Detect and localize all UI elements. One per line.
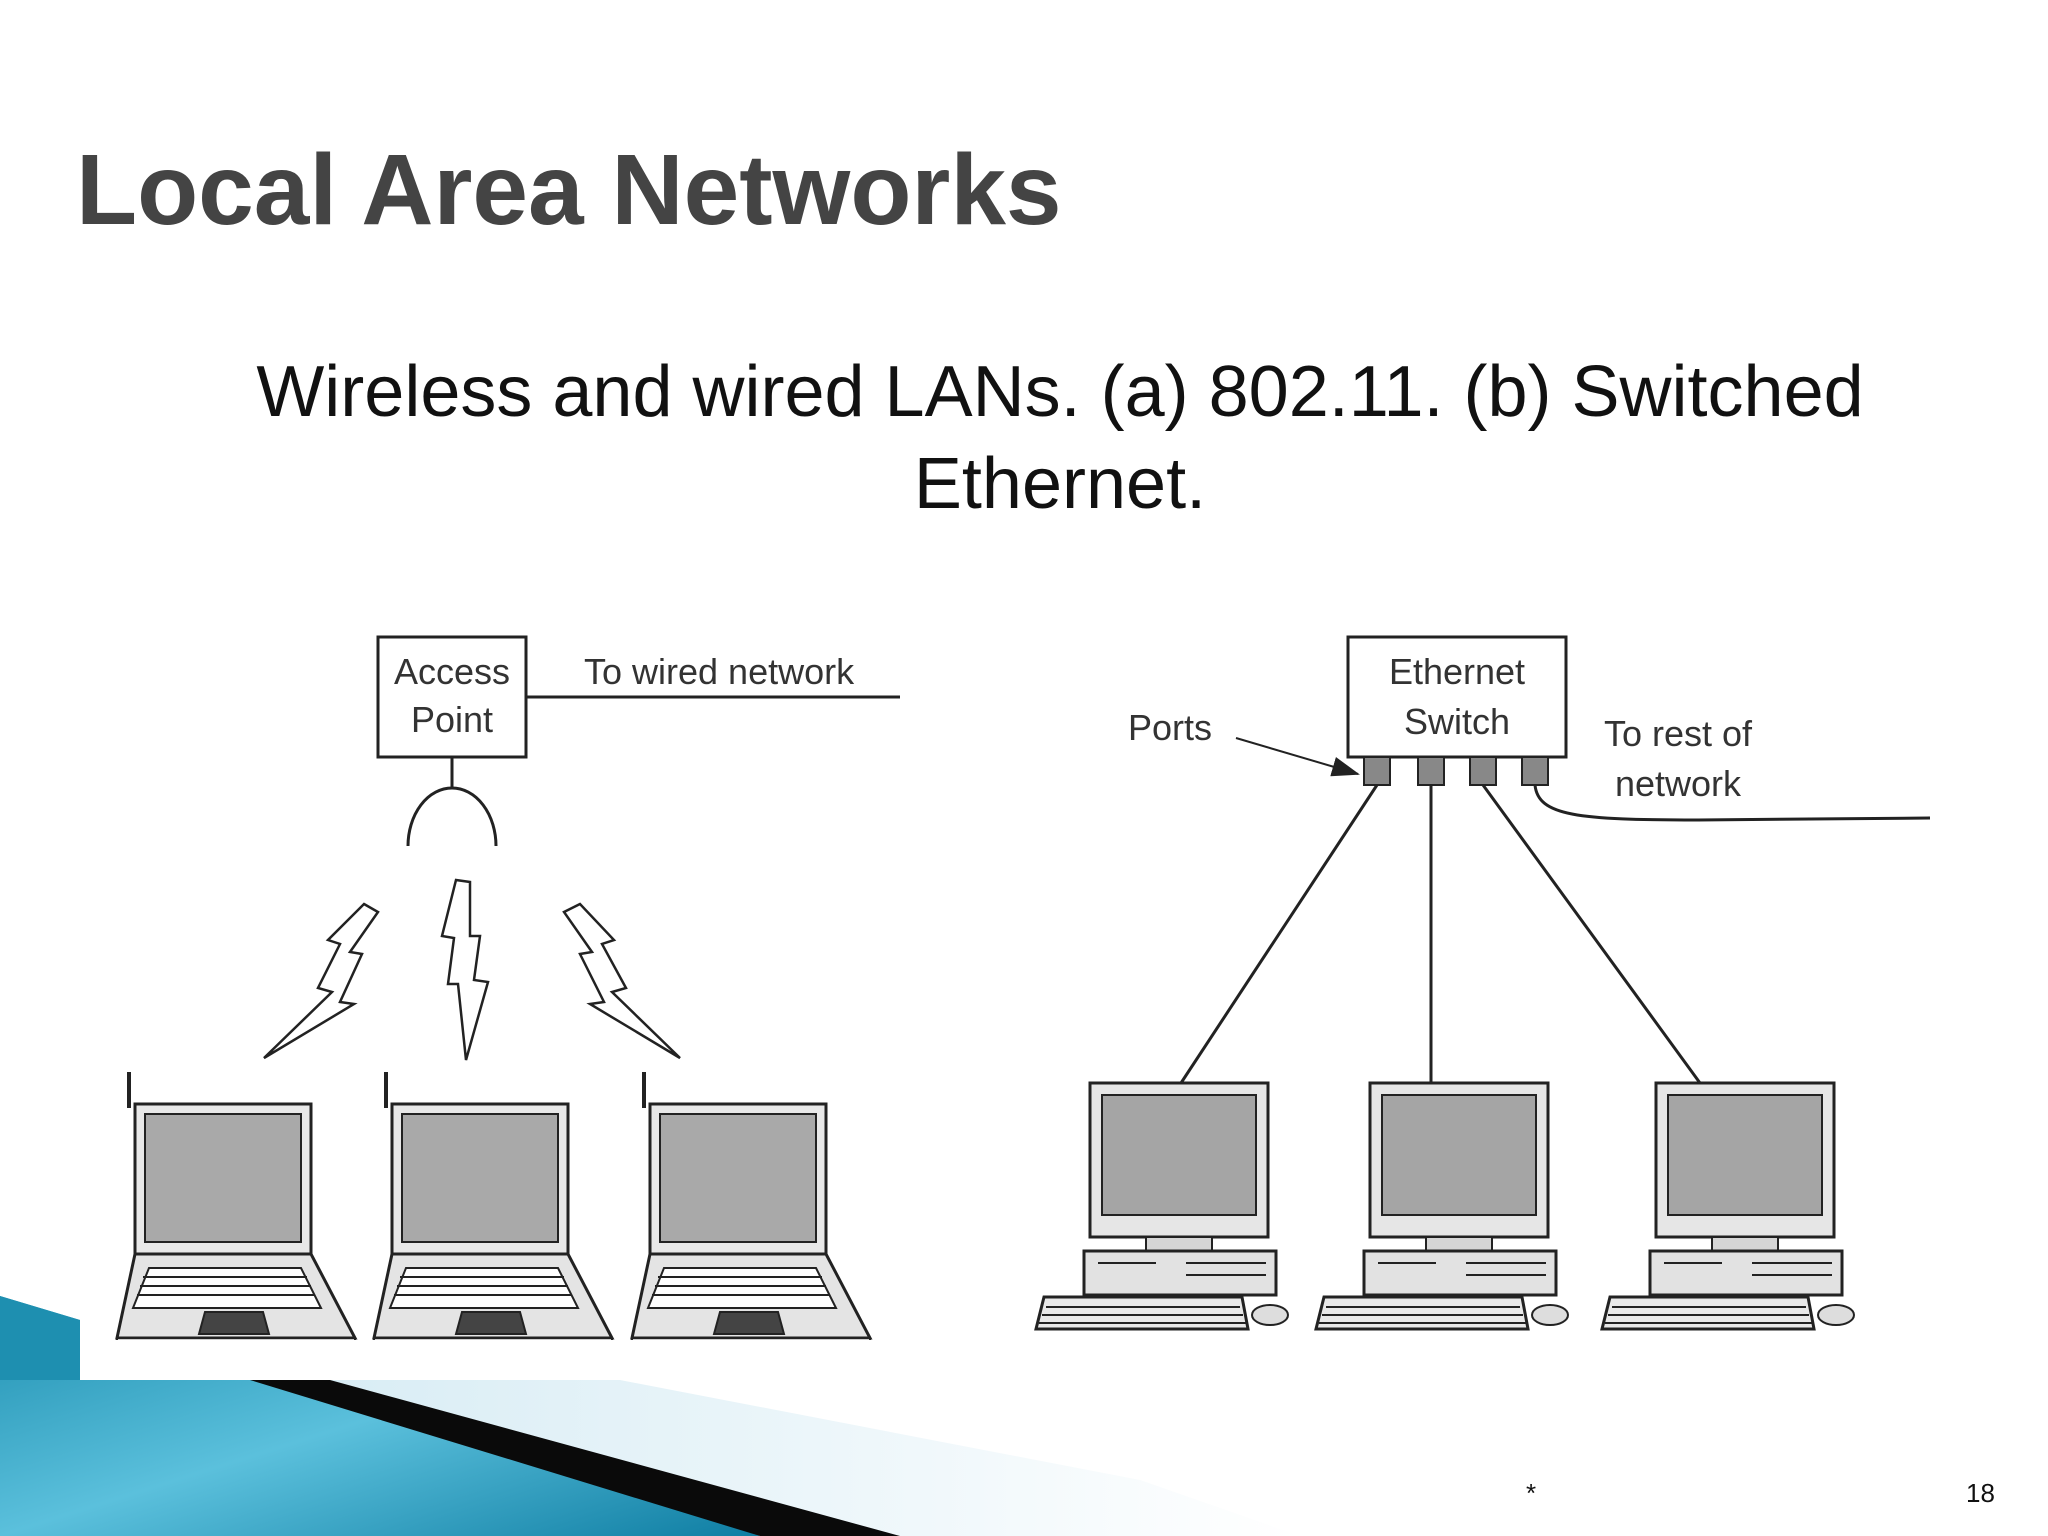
access-point-label-line1: Access [394,651,510,692]
page-number: 18 [1966,1478,1995,1508]
lightning-bolt-left [263,902,380,1060]
lan-diagram: Access Point To wired network Ethernet S… [115,635,1931,1340]
laptop-2 [372,1070,614,1340]
desktop-2 [1314,1081,1570,1331]
switch-port-2 [1417,756,1445,786]
desktop-3 [1600,1081,1856,1331]
switch-port-3 [1469,756,1497,786]
cable-1 [1179,784,1379,1084]
swoosh-white-block [0,1296,80,1380]
rest-of-network-label-line1: To rest of [1604,713,1753,754]
rest-of-network-label-line2: network [1615,763,1742,804]
lightning-bolt-right [562,902,681,1060]
access-point-box [376,635,528,759]
switch-label-line2: Switch [1404,701,1510,742]
laptop-3 [630,1070,872,1340]
footer-mark: * [1526,1478,1537,1508]
laptop-1 [115,1070,357,1340]
rest-of-network-link [1533,784,1931,822]
desktop-1 [1034,1081,1290,1331]
wired-network-label: To wired network [584,651,855,692]
switch-port-4 [1521,756,1549,786]
ports-arrow [1235,737,1360,777]
cable-3 [1481,784,1702,1084]
ethernet-switch-box [1346,635,1568,759]
slide-title: Local Area Networks [76,134,1062,246]
swoosh-black-stripe [250,1380,900,1536]
antenna-dish [406,786,498,847]
ports-label: Ports [1128,707,1212,748]
switched-ethernet: Ethernet Switch Ports To rest of network [1034,635,1931,1331]
switch-label-line1: Ethernet [1389,651,1525,692]
slide-caption: Wireless and wired LANs. (a) 802.11. (b)… [256,352,1864,524]
wireless-lan: Access Point To wired network [115,635,900,1340]
switch-port-1 [1363,756,1391,786]
lightning-bolt-center [440,878,490,1061]
access-point-label-line2: Point [411,699,493,740]
